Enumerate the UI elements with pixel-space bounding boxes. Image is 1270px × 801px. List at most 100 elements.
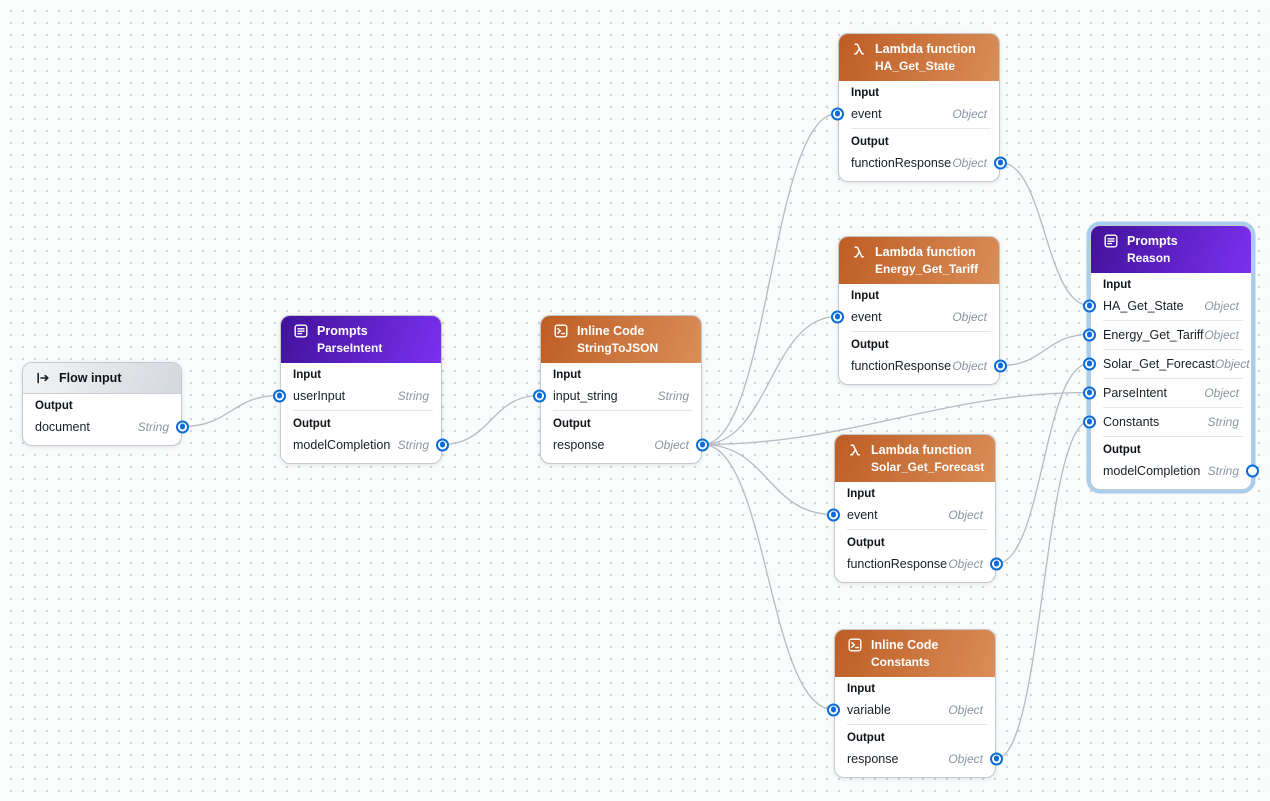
node-header[interactable]: Flow input [23,363,181,394]
input-name: userInput [293,388,346,403]
input-port-Solar_Get_Forecast[interactable] [1083,357,1096,370]
node-name: Constants [871,655,930,669]
output-name: modelCompletion [1103,463,1201,478]
output-type: Object [952,155,987,170]
edge-string-to-json-response-to-constants-variable[interactable] [702,443,834,711]
output-port-response[interactable] [990,752,1003,765]
row-divider [1103,407,1243,408]
node-header-row: Prompts [1103,233,1239,249]
output-port-functionResponse[interactable] [990,557,1003,570]
input-port-event[interactable] [831,107,844,120]
node-name: StringToJSON [577,341,659,355]
input-port-event[interactable] [827,508,840,521]
section-divider [847,724,987,725]
edge-ha-get-state-functionResponse-to-reason-HA_Get_State[interactable] [1000,161,1090,307]
output-port-response[interactable] [696,438,709,451]
input-port-HA_Get_State[interactable] [1083,299,1096,312]
output-port-functionResponse[interactable] [994,359,1007,372]
node-type-label: Lambda function [871,442,972,457]
node-type-label: Inline Code [577,323,645,338]
edge-string-to-json-response-to-ha-get-state-event[interactable] [702,112,838,446]
node-header-row: Prompts [293,323,429,339]
input-name: event [847,507,878,522]
node-type-label: Flow input [59,370,122,385]
edge-string-to-json-response-to-energy-get-tariff-event[interactable] [702,315,838,446]
input-port-event[interactable] [831,310,844,323]
input-name: event [851,106,882,121]
output-port-modelCompletion[interactable] [1246,464,1259,477]
node-name: HA_Get_State [875,59,956,73]
input-section-label: Input [553,369,582,381]
lambda-icon [851,244,867,260]
input-port-variable[interactable] [827,703,840,716]
input-port-ParseIntent[interactable] [1083,386,1096,399]
edge-string-to-json-response-to-solar-get-forecast-event[interactable] [702,443,834,516]
node-type-label: Prompts [1127,233,1178,248]
input-type: Object [1204,327,1239,342]
edge-solar-get-forecast-functionResponse-to-reason-Solar_Get_Forecast[interactable] [996,362,1090,565]
output-section-label: Output [851,136,889,148]
output-section-label: Output [293,418,331,430]
input-name: input_string [553,388,618,403]
section-divider [293,410,433,411]
output-port-modelCompletion[interactable] [436,438,449,451]
input-port-Constants[interactable] [1083,415,1096,428]
input-port-Energy_Get_Tariff[interactable] [1083,328,1096,341]
input-port-userInput[interactable] [273,389,286,402]
output-name: functionResponse [851,358,952,373]
edge-flow-input-document-to-parse-intent-userInput[interactable] [182,394,280,428]
node-header-row: Lambda function [851,41,987,57]
code-icon [847,637,863,653]
edge-string-to-json-response-to-reason-ParseIntent[interactable] [702,391,1090,446]
input-name: variable [847,702,891,717]
input-name: Energy_Get_Tariff [1103,327,1204,342]
node-type-label: Prompts [317,323,368,338]
output-name: functionResponse [851,155,952,170]
output-port-functionResponse[interactable] [994,156,1007,169]
output-type: Object [654,437,689,452]
edge-constants-response-to-reason-Constants[interactable] [996,420,1090,760]
node-header-row: Lambda function [847,442,983,458]
node-header-row: Inline Code [553,323,689,339]
input-port-input_string[interactable] [533,389,546,402]
output-section-label: Output [35,400,73,412]
edge-parse-intent-modelCompletion-to-string-to-json-input_string[interactable] [442,394,540,446]
output-port-document[interactable] [176,420,189,433]
node-type-label: Lambda function [875,41,976,56]
input-section-label: Input [1103,279,1132,291]
input-type: String [1207,414,1239,429]
node-name: Reason [1127,251,1171,265]
edge-energy-get-tariff-functionResponse-to-reason-Energy_Get_Tariff[interactable] [1000,333,1090,367]
output-name: response [553,437,605,452]
